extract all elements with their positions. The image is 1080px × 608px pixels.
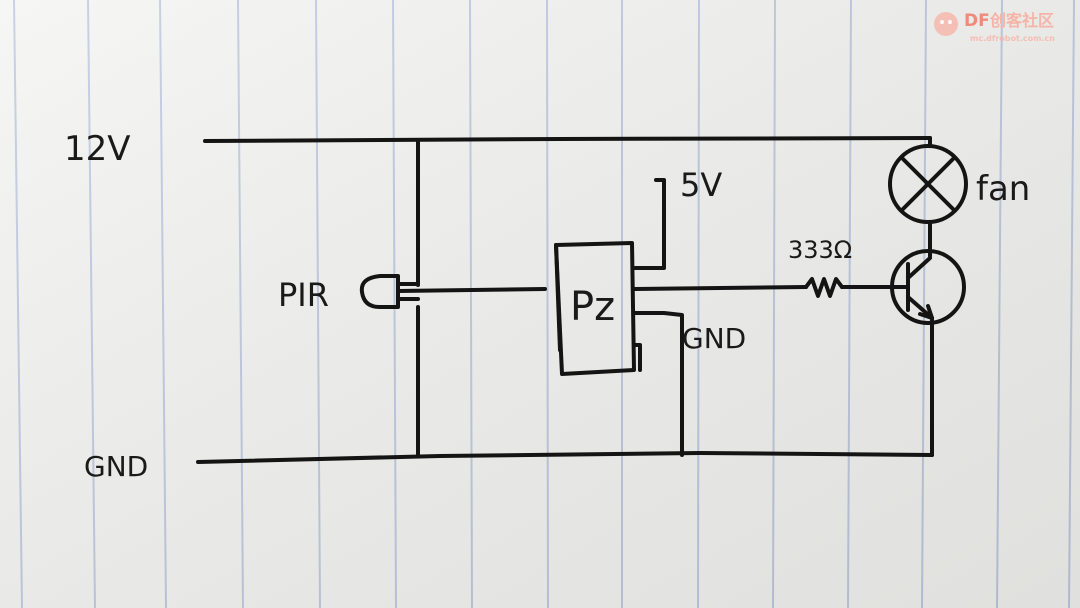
watermark-brand: DF xyxy=(964,11,990,31)
pir-signal-wire xyxy=(396,287,547,293)
microcontroller-pz xyxy=(554,241,642,376)
pir-sensor xyxy=(359,274,420,310)
pir-dome xyxy=(359,274,400,310)
label-gnd-left: GND xyxy=(84,450,148,483)
rail-gnd-wire xyxy=(196,451,934,464)
labels: 12V GND PIR 5V Pz GND 333Ω fan xyxy=(64,129,1030,483)
transistor-symbol xyxy=(886,249,966,325)
label-fan: fan xyxy=(976,169,1030,209)
label-12v: 12V xyxy=(64,129,131,169)
label-pir: PIR xyxy=(278,276,329,314)
transistor-emitter xyxy=(906,295,934,320)
v5-wire xyxy=(632,178,666,270)
resistor-symbol xyxy=(804,277,844,298)
watermark-logo: DF 创客社区 mc.dfrobot.com.cn xyxy=(934,11,1055,43)
fan-circle xyxy=(888,144,968,224)
transistor-collector xyxy=(906,256,932,280)
wires xyxy=(196,136,934,464)
label-pz: Pz xyxy=(570,284,615,330)
fan-symbol xyxy=(888,144,968,224)
label-5v: 5V xyxy=(680,166,722,204)
watermark-url: mc.dfrobot.com.cn xyxy=(970,34,1055,43)
watermark-text: 创客社区 xyxy=(989,11,1054,30)
label-resistor: 333Ω xyxy=(788,236,852,264)
gnd-mid-wire xyxy=(632,311,684,457)
signal-to-resistor-wire xyxy=(632,285,808,291)
label-gnd-mid: GND xyxy=(682,322,746,355)
rail-12v-wire xyxy=(203,136,932,143)
